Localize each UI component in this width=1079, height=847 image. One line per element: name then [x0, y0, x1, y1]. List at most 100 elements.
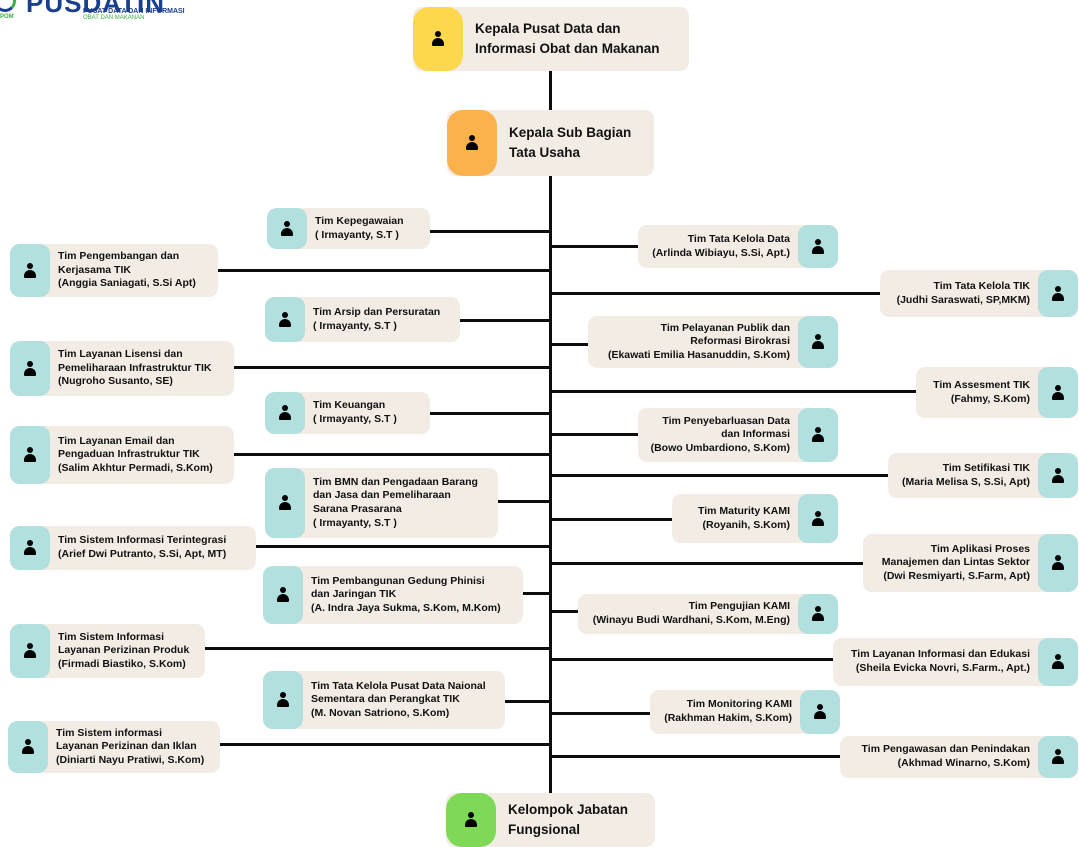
- node-label-line: Tim Pengawasan dan Penindakan: [861, 743, 1030, 756]
- node-label-line: Pemeliharaan Infrastruktur TIK: [58, 361, 212, 374]
- node-kelompok-jabatan-fungsional: Kelompok Jabatan Fungsional: [446, 793, 655, 847]
- connector-branch: [551, 343, 589, 346]
- person-icon: [811, 510, 825, 527]
- connector-branch: [218, 269, 550, 272]
- connector-main-trunk: [549, 176, 552, 796]
- node-label: Tim Maturity KAMI(Royanih, S.Kom): [690, 503, 798, 534]
- person-icon: [280, 220, 294, 237]
- node-icon-box: [798, 225, 838, 268]
- connector-branch: [551, 433, 639, 436]
- node-label: Tim Sistem Informasi Terintegrasi(Arief …: [50, 532, 234, 563]
- connector-branch: [551, 712, 651, 715]
- connector-branch: [523, 592, 550, 595]
- node-label: Tim Keuangan( Irmayanty, S.T ): [305, 397, 405, 428]
- person-icon: [1051, 555, 1065, 571]
- node-tim-monitoring-kami: Tim Monitoring KAMI(Rakhman Hakim, S.Kom…: [650, 690, 840, 734]
- node-label-line: (Royanih, S.Kom): [702, 518, 790, 531]
- node-label-line: ( Irmayanty, S.T ): [313, 413, 397, 425]
- person-icon: [278, 405, 292, 421]
- node-tim-tata-kelola-tik: Tim Tata Kelola TIK(Judhi Saraswati, SP,…: [880, 270, 1078, 317]
- node-label: Tim Setifikasi TIK(Maria Melisa S, S.Si,…: [894, 460, 1038, 491]
- person-icon: [431, 31, 445, 47]
- person-icon: [1051, 654, 1065, 670]
- connector-branch: [460, 319, 550, 322]
- node-icon-box: [10, 624, 50, 678]
- connector-branch: [498, 500, 550, 503]
- node-icon-box: [1038, 270, 1078, 317]
- person-icon: [276, 587, 290, 603]
- node-icon-box: [798, 316, 838, 368]
- person-icon: [811, 334, 825, 350]
- person-icon: [23, 262, 37, 279]
- node-label-line: Reformasi Birokrasi: [690, 335, 790, 348]
- node-icon-box: [10, 426, 50, 484]
- person-icon: [23, 447, 37, 463]
- node-icon-box: [800, 690, 840, 734]
- node-icon-box: [265, 297, 305, 342]
- node-label-line: Tim Sistem Informasi Terintegrasi: [58, 534, 227, 547]
- node-label-line: Tim Arsip dan Persuratan: [313, 305, 441, 318]
- node-label-line: Tim Sistem informasi: [56, 726, 163, 739]
- node-label-line: (Dwi Resmiyarti, S.Farm, Apt): [883, 569, 1030, 582]
- node-label-line: (Akhmad Winarno, S.Kom): [897, 757, 1030, 769]
- node-label-line: (Anggia Saniagati, S.Si Apt): [58, 277, 196, 290]
- node-label: Kelompok Jabatan Fungsional: [496, 798, 640, 843]
- person-icon: [464, 812, 478, 828]
- node-icon-box: [267, 208, 307, 249]
- connector-branch: [430, 412, 550, 415]
- connector-branch: [551, 610, 579, 613]
- node-label-line: (Arlinda Wibiayu, S.Si, Apt.): [652, 246, 790, 259]
- node-icon-box: [8, 721, 48, 773]
- node-icon-box: [263, 566, 303, 624]
- node-label-line: Pengaduan Infrastruktur TIK: [58, 448, 200, 461]
- person-icon: [23, 360, 37, 377]
- person-icon: [278, 311, 292, 328]
- person-icon: [23, 540, 37, 556]
- node-label-line: Layanan Perizinan Produk: [58, 644, 190, 657]
- node-kepala-sub-bagian: Kepala Sub Bagian Tata Usaha: [447, 110, 654, 176]
- connector-branch: [551, 562, 865, 565]
- node-label-line: Tim Pembangunan Gedung Phinisi: [311, 574, 485, 587]
- node-kepala-pusat: Kepala Pusat Data dan Informasi Obat dan…: [413, 7, 689, 71]
- person-icon: [21, 739, 35, 755]
- node-tim-maturity-kami: Tim Maturity KAMI(Royanih, S.Kom): [672, 494, 838, 543]
- node-tim-setifikasi-tik: Tim Setifikasi TIK(Maria Melisa S, S.Si,…: [888, 453, 1078, 498]
- connector-branch: [551, 245, 639, 248]
- node-label-line: ( Irmayanty, S.T ): [315, 228, 399, 241]
- node-icon-box: [413, 7, 463, 71]
- node-icon-box: [265, 468, 305, 538]
- node-icon-box: [10, 526, 50, 570]
- node-tim-tata-kelola-data: Tim Tata Kelola Data(Arlinda Wibiayu, S.…: [638, 225, 838, 268]
- node-label-line: ( Irmayanty, S.T ): [313, 516, 397, 529]
- person-icon: [811, 606, 825, 622]
- node-icon-box: [1038, 534, 1078, 592]
- node-label-line: Tim Sistem Informasi: [58, 630, 165, 643]
- logo-title: PUSDATIN: [26, 0, 165, 18]
- connector-branch: [551, 658, 833, 661]
- connector-branch: [551, 755, 841, 758]
- node-label: Tim Pengawasan dan Penindakan(Akhmad Win…: [854, 741, 1038, 772]
- node-label-line: Tim Kepegawaian: [315, 214, 404, 227]
- connector-branch: [220, 743, 550, 746]
- node-label-line: Kerjasama TIK: [58, 263, 131, 276]
- connector-branch: [256, 545, 550, 548]
- logo-subtitle: PUSAT DATA DAN INFORMASI: [83, 8, 185, 15]
- connector-branch: [551, 474, 889, 477]
- node-icon-box: [798, 408, 838, 462]
- node-label-line: (Sheila Evicka Novri, S.Farm., Apt.): [855, 662, 1030, 674]
- node-icon-box: [1038, 453, 1078, 498]
- person-icon: [465, 135, 479, 151]
- connector-branch: [551, 390, 917, 393]
- node-label-line: (Judhi Saraswati, SP,MKM): [896, 293, 1030, 306]
